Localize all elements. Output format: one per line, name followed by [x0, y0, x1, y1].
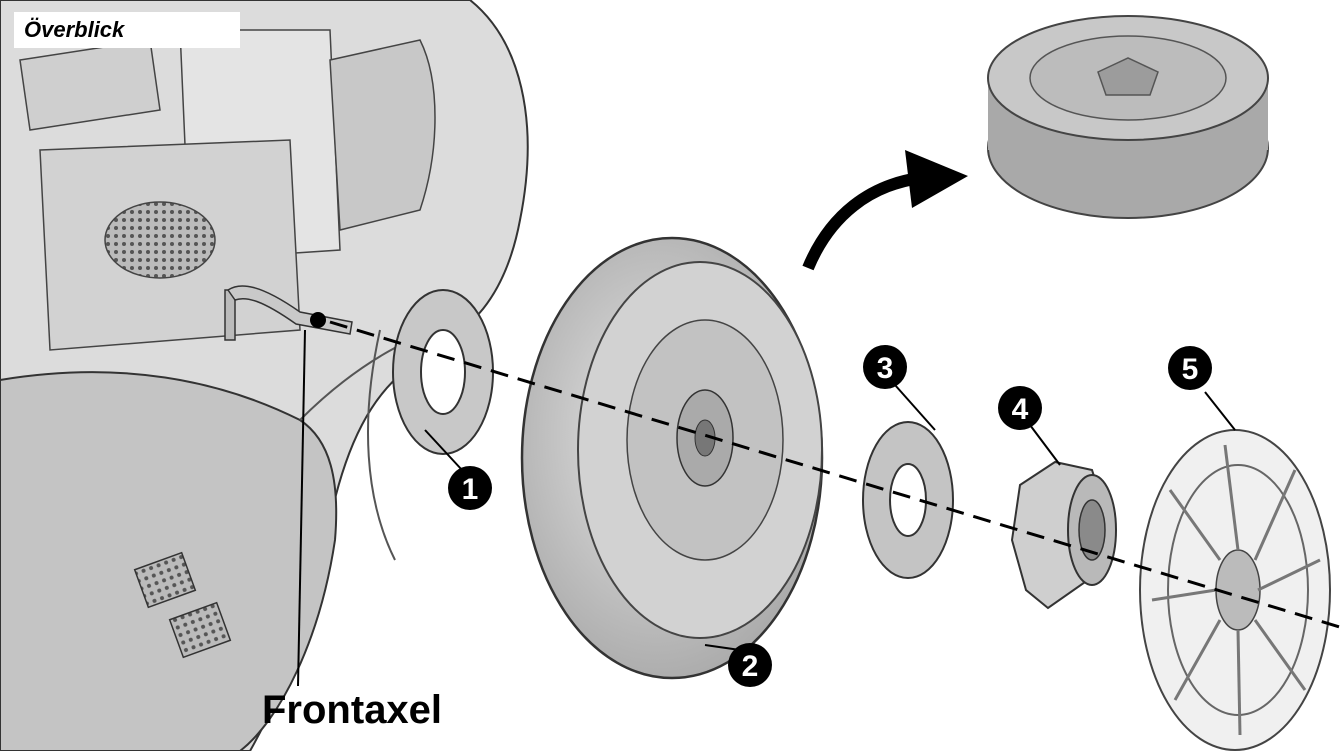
- front-axle-label: Frontaxel: [262, 688, 443, 732]
- callout-2-number: 2: [742, 650, 759, 683]
- callout-5-number: 5: [1182, 353, 1199, 386]
- curved-arrow-icon: [802, 150, 968, 271]
- callout-2: 2: [728, 643, 772, 687]
- callout-1: 1: [448, 466, 492, 510]
- callout-1-number: 1: [462, 473, 479, 506]
- callout-5: 5: [1168, 346, 1212, 390]
- assembly-axis-line: [329, 320, 1343, 630]
- lock-nut-part: [1010, 460, 1117, 610]
- car-body: [0, 0, 529, 751]
- diagram-title-box: Överblick: [14, 12, 240, 48]
- callout-4-number: 4: [1012, 393, 1029, 426]
- spare-tire-part: [987, 15, 1269, 219]
- axle-pointer-dot: [310, 312, 326, 328]
- callout-4: 4: [998, 386, 1042, 430]
- callout-3-number: 3: [877, 352, 894, 385]
- inner-washer-part: [392, 289, 494, 455]
- wheel-part: [520, 236, 824, 680]
- washer-part: [862, 421, 954, 579]
- hubcap-part: [1139, 429, 1331, 751]
- diagram-title: Överblick: [24, 17, 125, 42]
- callout-3: 3: [863, 345, 907, 389]
- leader-lines: [297, 329, 1236, 687]
